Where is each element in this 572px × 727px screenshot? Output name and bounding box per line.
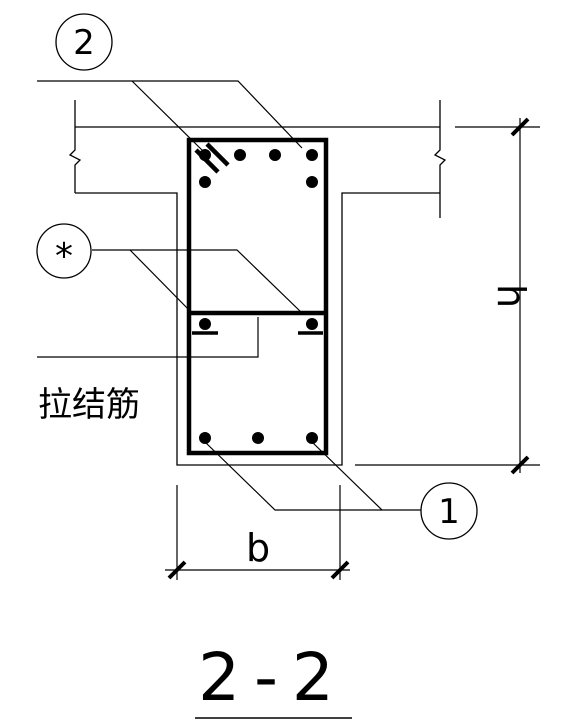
rebar-top-6 — [306, 176, 318, 188]
leader-bottom-bars-2 — [311, 441, 383, 511]
tie-bar-label: 拉结筋 — [38, 385, 140, 425]
height-tick-top — [510, 117, 530, 137]
callout-number-2: 2 — [73, 23, 95, 63]
beam-outline — [75, 192, 440, 466]
rebar-top-3 — [269, 149, 281, 161]
callout-star: * — [36, 223, 92, 279]
leader-star — [92, 249, 303, 314]
stirrup-hook-b — [205, 142, 230, 167]
callout-number-1: 1 — [438, 492, 460, 532]
callout-circle-1 — [420, 482, 478, 540]
width-tick-right — [330, 560, 350, 580]
leader-lines — [37, 80, 422, 511]
rebars — [199, 149, 318, 444]
rebar-bottom-2 — [252, 432, 264, 444]
height-dimension: h — [489, 117, 533, 475]
right-break-line — [433, 100, 447, 218]
height-label: h — [489, 284, 533, 308]
callout-circle-star — [36, 223, 92, 279]
rebar-top-4 — [306, 149, 318, 161]
rebar-mid-right — [306, 318, 318, 330]
leader-top-bars — [37, 80, 303, 149]
left-break-line — [68, 100, 82, 193]
rebar-mid-left — [199, 318, 211, 330]
callout-circle-2 — [55, 13, 113, 71]
leader-bottom-bars — [204, 441, 422, 511]
rebar-top-5 — [199, 176, 211, 188]
rebar-bottom-1 — [199, 432, 211, 444]
section-title: 2-2 — [195, 639, 352, 719]
callout-top-bars: 2 — [55, 13, 113, 71]
rebar-bottom-3 — [306, 432, 318, 444]
stirrups — [186, 137, 329, 456]
leader-top-bars-2 — [131, 80, 205, 153]
width-dimension: b — [165, 485, 350, 580]
rebar-top-1 — [199, 149, 211, 161]
leader-tie-bar — [37, 317, 259, 358]
section-title-text: 2-2 — [198, 639, 348, 716]
outer-stirrup — [186, 137, 329, 456]
callout-star-symbol: * — [55, 236, 73, 277]
leader-star-2 — [129, 249, 193, 314]
width-tick-left — [167, 560, 187, 580]
height-tick-bottom — [510, 455, 530, 475]
slab-outline — [68, 100, 540, 466]
callout-bottom-bars: 1 — [420, 482, 478, 540]
rebar-top-2 — [234, 149, 246, 161]
width-label: b — [246, 526, 270, 570]
